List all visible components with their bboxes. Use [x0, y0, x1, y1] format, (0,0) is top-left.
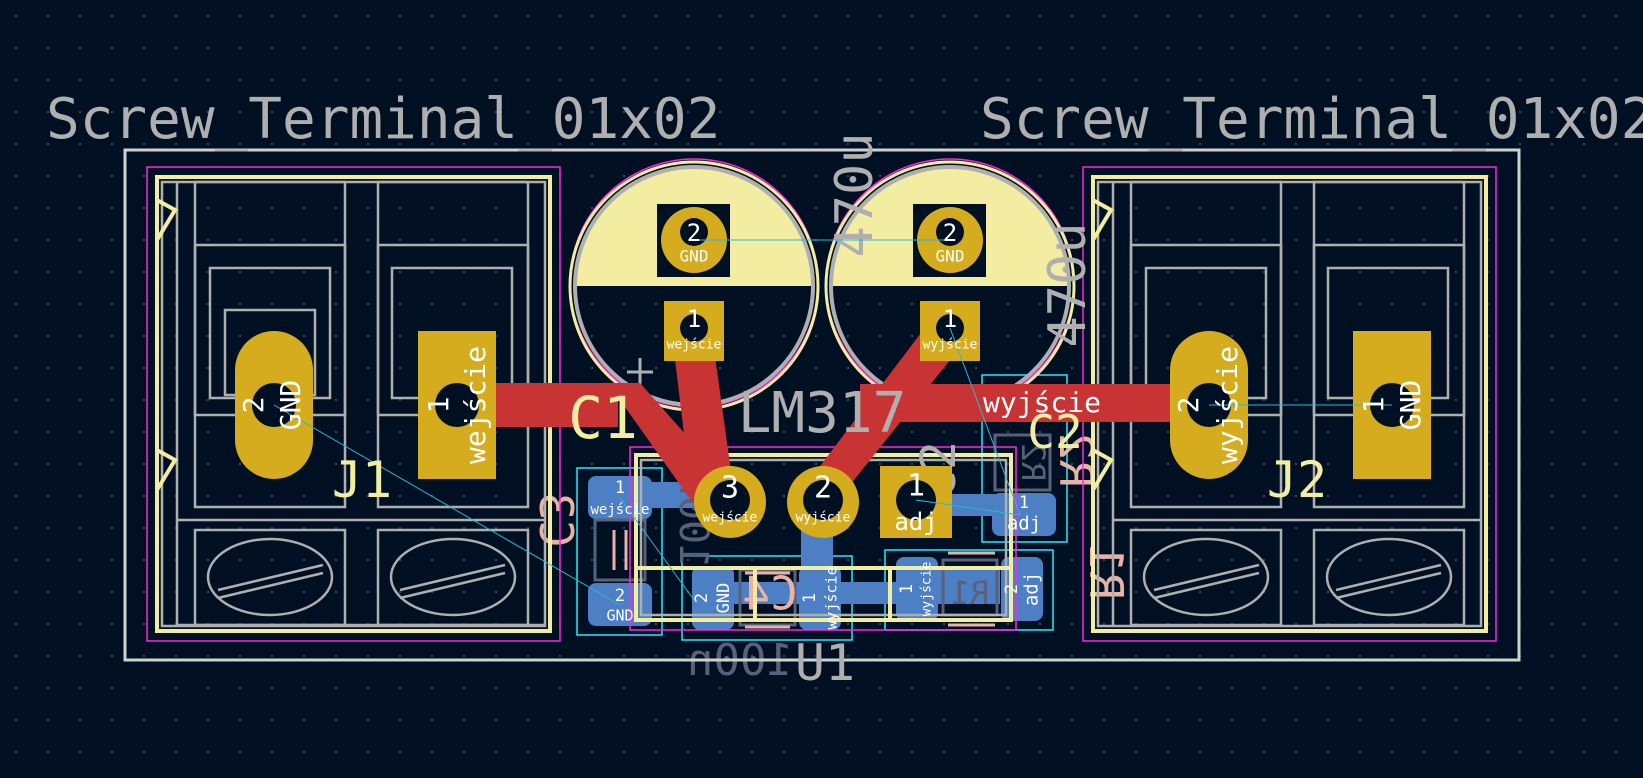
pad-j1-1-net: wejście: [459, 346, 492, 464]
ref-c4-back: C4: [742, 567, 797, 621]
back-pad-c3-2-num: 2: [615, 586, 625, 606]
back-pad-c4-2-num: 2: [692, 593, 712, 603]
pad-c1-2-num: 2: [687, 219, 701, 247]
pad-u1-2-net: wyjście: [796, 511, 851, 526]
pad-j1-1[interactable]: [418, 331, 496, 479]
pad-u1-2[interactable]: [787, 466, 859, 538]
value-c2: 470u: [1038, 222, 1098, 347]
back-pad-c4-2-net: GND: [714, 583, 734, 614]
pad-c1-1-net: wejście: [667, 338, 722, 353]
pad-j2-2-num: 2: [1172, 397, 1205, 414]
pad-j1-1-num: 1: [422, 397, 455, 414]
pad-c1-1[interactable]: [664, 301, 724, 361]
back-pad-r1-1-num: 1: [897, 584, 917, 594]
footprint-u1[interactable]: [634, 453, 1013, 622]
back-pad-r1-2-num: 2: [1002, 584, 1022, 594]
back-pad-r2-1-num: 1: [1019, 493, 1029, 513]
back-pad-r1-1[interactable]: [896, 557, 938, 621]
pad-u1-3[interactable]: [694, 466, 766, 538]
back-pad-r1-2-net: adj: [1021, 572, 1043, 606]
value-j1: Screw_Terminal_01x02: [46, 87, 720, 152]
courtyard-u1: [629, 446, 1017, 631]
ref-j2: J2: [1267, 451, 1327, 509]
front-copper: [452, 325, 1180, 513]
pad-c1-1-num: 1: [687, 305, 701, 333]
pad-u1-1-net: adj: [894, 508, 937, 536]
pad-c2-1[interactable]: [920, 301, 980, 361]
ref-r1-fab-back: R1: [951, 574, 990, 612]
pad-j2-1-num: 1: [1357, 397, 1390, 414]
pad-j1-2-net: GND: [274, 380, 307, 431]
back-pad-r1-1-net: wyjście: [920, 561, 935, 616]
pad-u1-3-num: 3: [721, 471, 739, 506]
value-u1-fab: LM317: [738, 381, 907, 446]
ratsnest: [273, 239, 1392, 606]
pad-j1-2-num: 2: [237, 397, 270, 414]
pad-j2-1-net: GND: [1394, 380, 1427, 431]
back-pad-r2-1[interactable]: [992, 493, 1056, 536]
back-pad-r2-1-net: adj: [1007, 513, 1041, 535]
ref-c2-silk: C2: [1027, 405, 1082, 459]
value-c1: 470u: [825, 132, 885, 257]
ref-c1-silk: C1: [568, 384, 638, 452]
ref-r2-fab-back: R2: [1014, 443, 1052, 482]
back-pad-c3-1-num: 1: [615, 478, 625, 498]
back-pad-c3-1-net: wejście: [590, 502, 649, 518]
pad-c2-1-num: 1: [943, 305, 957, 333]
pad-c1-2-net: GND: [680, 247, 709, 266]
pad-c2-1-net: wyjście: [923, 338, 978, 353]
ref-r1-back: R1: [1079, 544, 1133, 599]
back-pad-c4-1-net: wyjście: [823, 566, 841, 629]
pad-j2-2-net: wyjście: [1211, 346, 1244, 464]
pad-c2-2-net: GND: [936, 247, 965, 266]
pad-u1-1-num: 1: [907, 469, 925, 504]
pad-u1-2-num: 2: [814, 471, 832, 506]
back-pad-c4-1-num: 1: [800, 593, 820, 603]
value-j2: Screw_Terminal_01x02: [980, 87, 1643, 152]
ref-j1: J1: [332, 451, 392, 509]
track-net-label: wyjście: [983, 386, 1101, 419]
back-pad-c3-2-net: GND: [606, 607, 633, 625]
ref-u1: U1: [795, 634, 855, 692]
pad-u1-3-net: wejście: [703, 511, 758, 526]
board-edge: [123, 148, 1521, 662]
pad-c2-2-num: 2: [943, 219, 957, 247]
